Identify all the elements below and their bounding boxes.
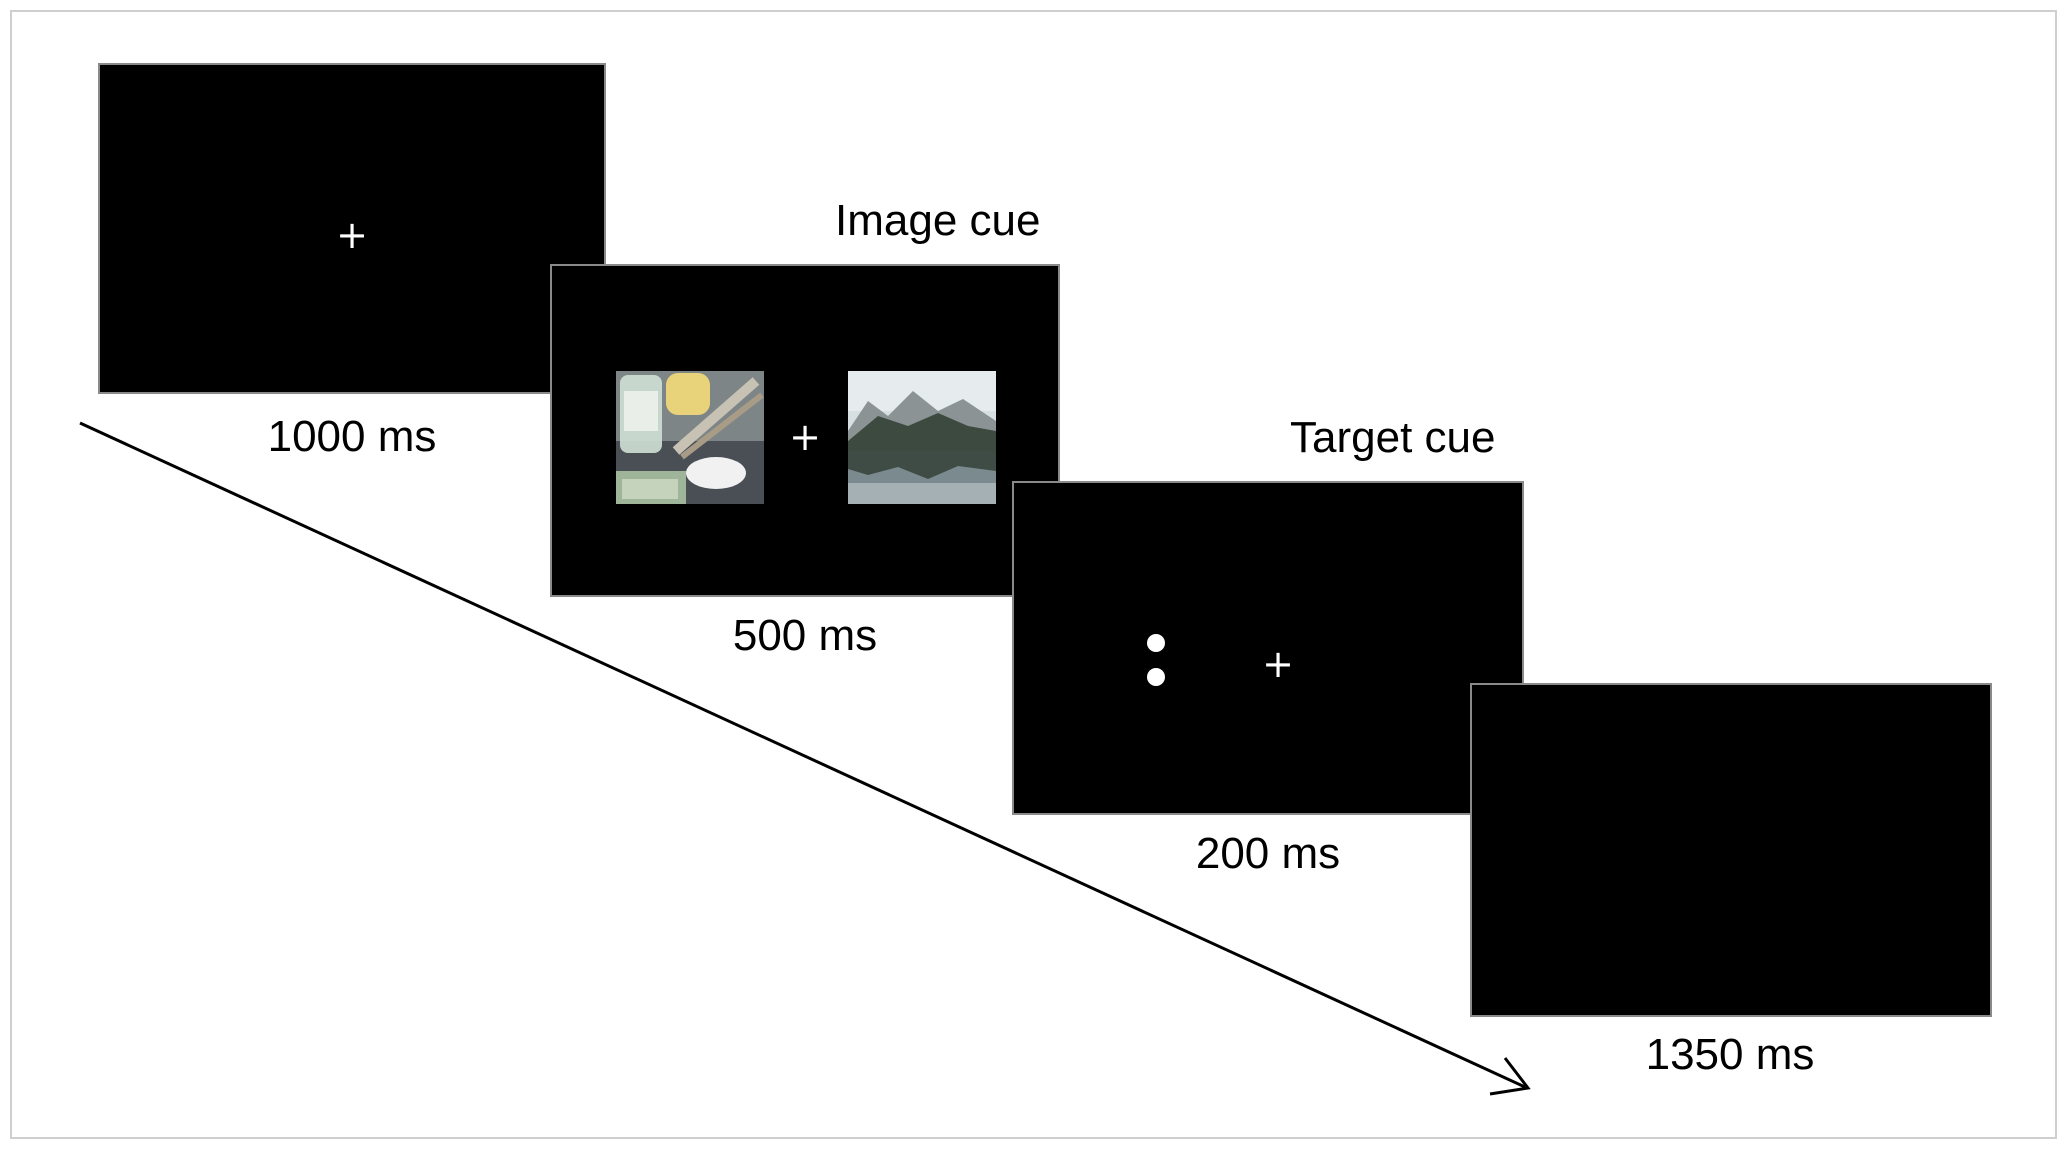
- target-cue-screen: +: [1012, 481, 1524, 815]
- target-dot: [1147, 634, 1165, 652]
- fixation-cross: +: [336, 213, 368, 257]
- duration-label-target-cue: 200 ms: [1195, 829, 1341, 878]
- target-cue-title: Target cue: [1290, 413, 1496, 462]
- figure-frame: [10, 10, 2057, 1139]
- drug-paraphernalia-photo: [616, 371, 764, 504]
- blank-screen: [1470, 683, 1992, 1017]
- fixation-cross: +: [1262, 642, 1294, 686]
- image-cue-screen: +: [550, 264, 1060, 597]
- mountain-lake-photo: [848, 371, 996, 504]
- arrow-head: [1489, 1057, 1531, 1096]
- duration-label-image-cue: 500 ms: [732, 611, 878, 660]
- target-dot: [1147, 668, 1165, 686]
- fixation-cross: +: [789, 415, 821, 459]
- image-cue-title: Image cue: [835, 196, 1041, 245]
- time-arrow-line: [79, 421, 1526, 1089]
- fixation-screen: +: [98, 63, 606, 394]
- duration-label-blank: 1350 ms: [1645, 1030, 1815, 1079]
- duration-label-fixation: 1000 ms: [267, 412, 437, 461]
